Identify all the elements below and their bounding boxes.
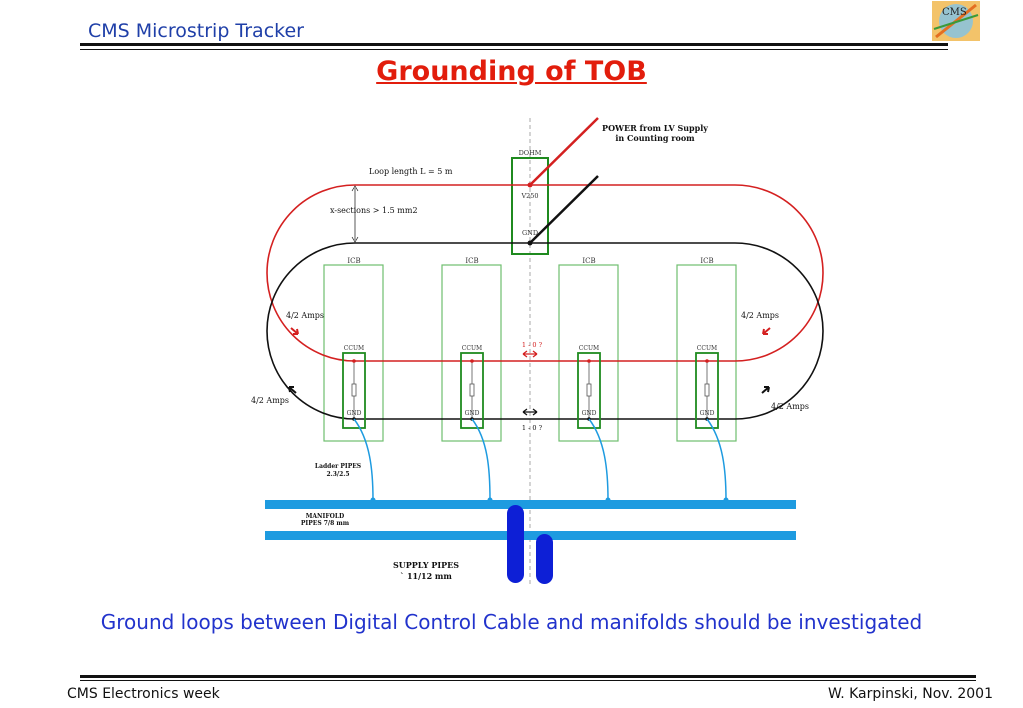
manifold-line2: PIPES 7/8 mm [301,520,350,527]
switch-lower-label: 1 - 0 ? [522,424,543,432]
supply-pipe-2 [536,534,553,584]
header-rule-thin [80,49,948,50]
loop-length-label: Loop length L = 5 m [369,167,453,176]
logo-text: CMS [942,7,967,18]
footer-rule-thin [80,680,976,681]
amps-left-lower: 4/2 Amps [251,396,289,405]
dohm-label: DOHM [519,149,542,157]
ccum-label-4: CCUM [697,345,717,352]
gnd-label-2: GND [465,410,480,417]
icb-box-1 [323,264,384,442]
footer-rule [80,675,976,678]
v250-node [527,182,533,188]
amps-right-upper: 4/2 Amps [741,311,779,320]
red-power-loop [266,184,824,362]
slide-title: Grounding of TOB [376,56,647,87]
gnd-label-4: GND [700,410,715,417]
footer-left: CMS Electronics week [67,686,220,702]
icb-box-4 [676,264,737,442]
manifold-pipe-upper [265,500,796,509]
ladder-pipes-line2: 2.3/2.5 [326,471,349,478]
header-rule [80,43,948,46]
gnd-label-1: GND [347,410,362,417]
ccum-box-1 [342,352,366,429]
gnd-top-label: GND [522,229,538,237]
icb-label-1: ICB [347,257,360,265]
current-arrow-right-red [762,327,771,335]
ccum-label-3: CCUM [579,345,599,352]
ccum-box-4 [695,352,719,429]
amps-right-lower: 4/2 Amps [771,402,809,411]
xsection-label: x-sections > 1.5 mm2 [330,206,418,215]
switch-lower-arrow [522,408,538,416]
current-arrow-right-black [761,386,770,394]
ccum-box-2 [460,352,484,429]
supply-line2: ` 11/12 mm [400,571,452,581]
icb-box-3 [558,264,619,442]
cms-logo: CMS [932,1,980,41]
black-ground-loop [266,242,824,420]
current-arrow-left-black [288,386,297,394]
manifold-pipe-lower [265,531,796,540]
icb-label-2: ICB [465,257,478,265]
investigation-note: Ground loops between Digital Control Cab… [100,610,923,634]
red-power-cable [529,117,599,186]
ccum-label-1: CCUM [344,345,364,352]
icb-label-3: ICB [582,257,595,265]
icb-boxes [323,264,737,442]
supply-pipe-1 [507,505,524,583]
xsection-arrow-down [351,236,359,243]
v250-label: V250 [520,192,538,200]
ccum-label-2: CCUM [462,345,482,352]
amps-left-upper: 4/2 Amps [286,311,324,320]
black-power-cable [529,175,599,244]
power-label-line2: in Counting room [615,133,695,143]
gnd-label-3: GND [582,410,597,417]
supply-line1: SUPPLY PIPES [393,560,459,570]
xsection-arrow-up [351,185,359,192]
current-arrow-left-red [290,327,299,335]
icb-box-2 [441,264,502,442]
header-title: CMS Microstrip Tracker [88,20,304,42]
manifold-line1: MANIFOLD [306,513,345,520]
ladder-pipes-line1: Ladder PIPES [315,463,361,470]
gnd-top-node [527,240,533,246]
dohm-box [511,157,549,255]
ladder-pipes [353,418,727,501]
power-label-line1: POWER from LV Supply [602,123,708,133]
switch-upper-label: 1 - 0 ? [522,341,543,349]
switch-upper-arrow [522,350,538,358]
ccum-boxes [342,352,719,429]
ccum-resistors [351,361,710,419]
icb-label-4: ICB [700,257,713,265]
ccum-box-3 [577,352,601,429]
footer-right: W. Karpinski, Nov. 2001 [827,686,993,702]
